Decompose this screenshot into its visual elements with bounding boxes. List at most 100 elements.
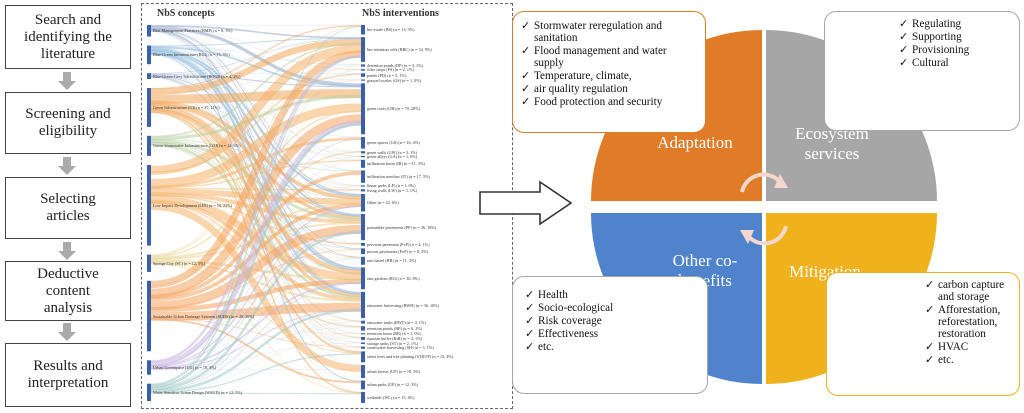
check-icon: ✓ [899, 57, 909, 69]
check-icon: ✓ [521, 70, 531, 82]
sankey-node-label: urban forests (UF) (n = 18, 5%) [367, 368, 421, 374]
checklist-item-text: Stormwater reregulation and sanitation [534, 20, 662, 44]
sankey-link [150, 73, 362, 88]
checklist-item: ✓Stormwater reregulation and sanitation [521, 20, 699, 44]
right-arrow-icon [479, 180, 573, 226]
down-arrow-icon [58, 323, 76, 341]
checklist-item: ✓etc. [525, 341, 701, 353]
sankey-link [150, 308, 362, 370]
sankey-intervention-node [361, 151, 365, 154]
sankey-intervention-node [361, 194, 365, 212]
checklist-item: ✓Provisioning [899, 44, 1019, 56]
sankey-intervention-node [361, 83, 365, 135]
checklist-item: ✓Afforestation, reforestation, restorati… [925, 304, 1013, 340]
sankey-intervention-node [361, 380, 365, 390]
check-icon: ✓ [521, 96, 531, 108]
checklist-item: ✓Health [525, 289, 701, 301]
checklist-item: ✓Temperature, climate, [521, 70, 699, 82]
sankey-node-label: wetlands (WL) (n = 15, 4%) [367, 394, 415, 400]
sankey-intervention-node [361, 346, 365, 349]
sankey-node-label: permeable pavements (PP) (n = 36, 10%) [367, 224, 437, 230]
sankey-intervention-node [361, 256, 365, 265]
sankey-node-label: Blue-Green-Grey Infrastructure (BGGI) (n… [153, 73, 241, 79]
checklist-item: ✓HVAC [925, 341, 1013, 353]
sankey-link [150, 56, 362, 386]
check-icon: ✓ [925, 279, 935, 291]
sankey-intervention-node [361, 170, 365, 183]
check-icon: ✓ [925, 341, 935, 353]
adaptation-label: Adaptation [640, 133, 750, 153]
checklist-item-text: Supporting [912, 31, 962, 43]
sankey-link [150, 262, 362, 322]
check-icon: ✓ [899, 44, 909, 56]
sankey-intervention-node [361, 64, 365, 67]
sankey-concept-node [147, 360, 151, 375]
sankey-concept-node [147, 383, 151, 401]
sankey-intervention-node [361, 320, 365, 324]
checklist-item-text: HVAC [938, 341, 969, 353]
sankey-node-label: filter strips (FS) (n = 2, 1%) [367, 67, 414, 73]
sankey-intervention-node [361, 291, 365, 319]
sankey-link [150, 185, 362, 388]
checklist-item-text: Provisioning [912, 44, 970, 56]
ecosystem-services-box: ✓ Regulating✓Supporting✓Provisioning✓Cult… [824, 11, 1020, 131]
sankey-intervention-node [361, 214, 365, 241]
sankey-concept-node [147, 165, 151, 246]
sankey-link [150, 392, 362, 395]
workflow-step-line: literature [40, 45, 96, 62]
sankey-link [150, 187, 362, 191]
checklist-item: ✓Food protection and security [521, 96, 699, 108]
sankey-link [150, 69, 362, 386]
sankey-link [150, 94, 362, 141]
workflow-step-line: identifying the [24, 28, 112, 45]
sankey-node-label: rain gardens (RG) (n = 30, 8%) [367, 275, 420, 281]
checklist-item-text: Regulating [912, 18, 962, 30]
checklist-item-text: Flood management and water supply [534, 45, 667, 69]
check-icon: ✓ [925, 304, 935, 316]
sankey-intervention-node [361, 73, 365, 77]
sankey-intervention-node [361, 69, 365, 71]
quadrant-label-line: Adaptation [657, 133, 733, 152]
sankey-link [150, 37, 362, 47]
sankey-concept-node [147, 45, 151, 65]
check-icon: ✓ [521, 83, 531, 95]
mitigation-box: ✓carbon capture and storage✓Afforestatio… [826, 272, 1020, 396]
sankey-intervention-node [361, 156, 365, 158]
sankey-node-label: bio-swale (BS) (n = 13, 5%) [367, 27, 415, 33]
sankey-intervention-node [361, 267, 365, 290]
sankey-link [150, 282, 362, 391]
sankey-node-label: green alleys (GA) (n = 1, 0%) [367, 154, 418, 160]
check-icon: ✓ [525, 328, 535, 340]
sankey-link [150, 50, 362, 289]
sankey-intervention-node [361, 342, 365, 344]
sankey-node-label: Sustainable Urban Drainage Systems (SUDS… [153, 313, 255, 319]
sankey-right-header: NbS interventions [362, 8, 439, 19]
sankey-link [150, 206, 362, 388]
sankey-link [150, 151, 362, 296]
sankey-link [150, 123, 362, 388]
sankey-node-label: Water Sensitive Urban Design (WSUD) (n =… [153, 389, 243, 395]
sankey-link [150, 44, 362, 175]
sankey-link [150, 50, 362, 256]
sankey-diagram [147, 24, 365, 403]
checklist-item-text: Cultural [912, 57, 949, 69]
sankey-link [150, 25, 362, 90]
workflow-step-line: Deductive [37, 265, 99, 282]
workflow-step-line: articles [46, 208, 90, 224]
sankey-intervention-node [361, 37, 365, 62]
sankey-node-label: retention ponds (RP) (n = 6, 2%) [367, 325, 423, 331]
sankey-node-label: green walls (GW) (n = 3, 1%) [367, 149, 418, 155]
sankey-intervention-node [361, 392, 365, 403]
sankey-node-label: rainwater harvesting (RWH) (n = 36, 10%) [367, 302, 440, 308]
checklist-item-text: etc. [938, 354, 954, 366]
check-icon: ✓ [521, 20, 531, 32]
sankey-node-label: rainwater tanks (RWT) (n = 4, 1%) [367, 319, 426, 325]
checklist-item: ✓Supporting [899, 31, 1019, 43]
check-icon: ✓ [925, 354, 935, 366]
sankey-node-label: porous pavements (PoP) (n = 8, 2%) [367, 248, 429, 254]
sankey-node-label: Low Impact Development (LID) (n = 56, 23… [153, 202, 233, 208]
sankey-concept-node [147, 73, 151, 79]
sankey-link [150, 171, 362, 299]
